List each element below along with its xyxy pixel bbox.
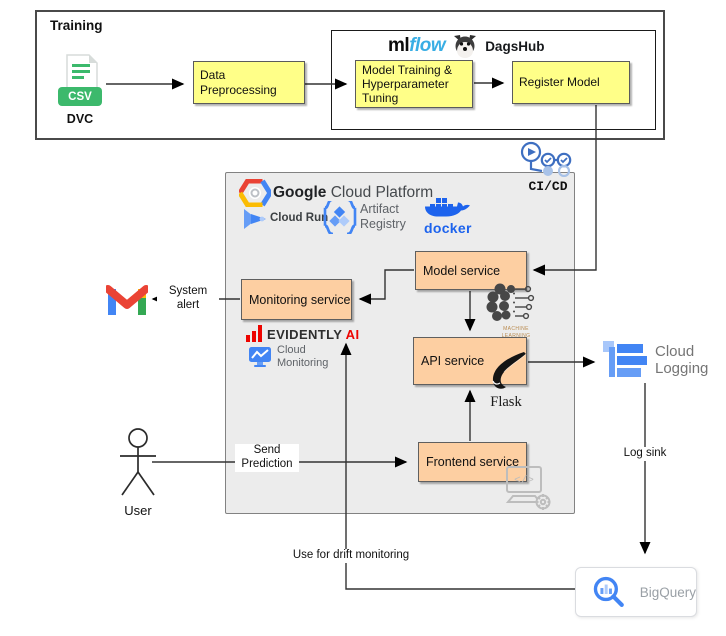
- node-data-preprocessing: Data Preprocessing: [193, 61, 305, 104]
- frontend-code-laptop-icon: </>: [505, 466, 551, 510]
- node-label: Model service: [423, 263, 501, 278]
- artifact-registry-label: Artifact Registry: [360, 202, 406, 231]
- cloud-logging-label: Cloud Logging: [655, 343, 709, 378]
- cicd-label: CI/CD: [528, 179, 568, 194]
- evidently-logo: EVIDENTLY AI: [246, 325, 359, 342]
- mlflow-dagshub-logos: mlflow DagsHub: [388, 33, 544, 59]
- training-title: Training: [50, 18, 103, 33]
- code-glyph: </>: [514, 475, 534, 487]
- gcp-brand-google: Google: [273, 184, 327, 201]
- csv-file-icon: [66, 54, 98, 92]
- machine-learning-caption: MACHINE LEARNING: [501, 326, 531, 339]
- mlflow-logo: mlflow: [388, 35, 446, 57]
- gcp-brand-text: Google Cloud Platform: [273, 184, 433, 202]
- arrow-model-to-monitoring: [358, 269, 414, 305]
- log-sink-label: Log sink: [609, 447, 681, 461]
- user-stick-figure: [120, 428, 156, 496]
- gcp-logo-icon: [239, 179, 271, 207]
- mlflow-logo-ml: ml: [388, 35, 410, 56]
- node-model-service: Model service: [415, 251, 527, 290]
- cloud-monitoring-icon: [249, 347, 271, 367]
- cloud-run-icon: [244, 209, 266, 229]
- arrow-register-to-model-service: [532, 105, 597, 276]
- arrow-bigquery-to-monitoring: [340, 342, 575, 590]
- node-label: Frontend service: [426, 455, 520, 469]
- flask-label: Flask: [490, 394, 522, 410]
- evidently-brand: EVIDENTLY AI: [267, 327, 359, 342]
- artifact-registry-icon: [323, 201, 357, 234]
- dagshub-label: DagsHub: [485, 38, 545, 54]
- cloud-run-label: Cloud Run: [270, 212, 329, 224]
- mlflow-logo-flow: flow: [409, 35, 446, 56]
- dvc-label: DVC: [66, 112, 94, 126]
- send-prediction-label: Send Prediction: [235, 444, 299, 472]
- cloud-monitoring-label: Cloud Monitoring: [277, 344, 329, 370]
- docker-label: docker: [424, 220, 472, 236]
- csv-badge: CSV: [58, 87, 102, 106]
- evidently-ai-suffix: AI: [345, 327, 360, 342]
- drift-monitoring-label: Use for drift monitoring: [283, 549, 419, 563]
- machine-learning-brain-icon: [486, 283, 535, 321]
- cicd-pipeline-icon: [520, 141, 572, 177]
- system-alert-label: System alert: [157, 285, 219, 313]
- node-label: Model Training & Hyperparameter Tuning: [362, 62, 453, 106]
- docker-whale-icon: [425, 198, 470, 217]
- node-label: Monitoring service: [249, 292, 351, 307]
- node-label: Data Preprocessing: [200, 68, 277, 97]
- dagshub-dog-icon: [454, 35, 477, 58]
- node-label: Register Model: [519, 75, 600, 90]
- evidently-word: EVIDENTLY: [267, 327, 343, 342]
- evidently-bars-icon: [246, 325, 262, 342]
- node-frontend-service: Frontend service: [418, 442, 527, 482]
- bigquery-icon: [593, 576, 624, 607]
- node-monitoring-service: Monitoring service: [241, 279, 352, 320]
- node-label: API service: [421, 354, 485, 368]
- cloud-logging-icon: [603, 341, 647, 377]
- flask-horn-icon: [492, 352, 527, 389]
- bigquery-label: BigQuery: [639, 584, 696, 600]
- gcp-brand-rest: Cloud Platform: [330, 184, 434, 201]
- user-label: User: [124, 503, 152, 518]
- bigquery-card: BigQuery: [575, 567, 697, 617]
- node-model-training: Model Training & Hyperparameter Tuning: [355, 60, 473, 108]
- node-register-model: Register Model: [512, 61, 630, 104]
- gmail-icon: [106, 285, 148, 315]
